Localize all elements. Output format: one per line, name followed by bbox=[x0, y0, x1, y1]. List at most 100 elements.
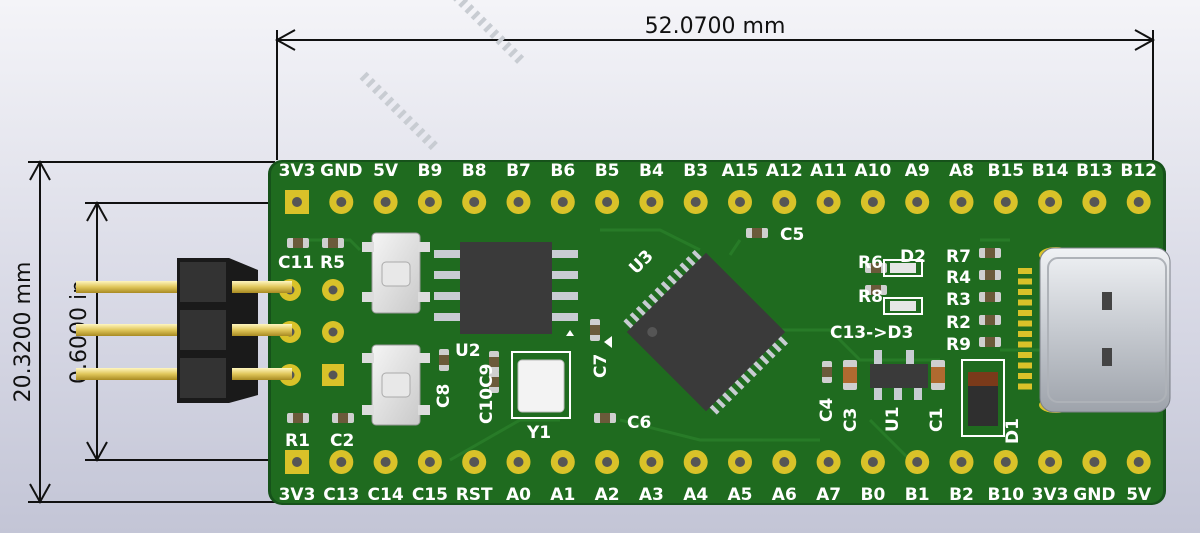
three-pin-header-icon[interactable] bbox=[76, 258, 292, 403]
label-r3: R3 bbox=[946, 290, 971, 310]
smd-passive bbox=[287, 413, 309, 423]
label-u2: U2 bbox=[455, 341, 481, 361]
bottom-pin-label: C15 bbox=[412, 485, 448, 505]
dimension-annotations bbox=[28, 29, 1156, 505]
label-r1: R1 bbox=[285, 431, 310, 451]
label-c2: C2 bbox=[330, 431, 354, 451]
bottom-pin-label: A0 bbox=[506, 485, 531, 505]
label-c3: C3 bbox=[841, 408, 861, 432]
top-pin-label: B15 bbox=[987, 161, 1024, 181]
smd-passive bbox=[822, 361, 832, 383]
copper-traces bbox=[300, 228, 1040, 462]
passive-components bbox=[287, 228, 1001, 423]
jumper-pads bbox=[279, 279, 344, 386]
top-pin-label: B8 bbox=[462, 161, 487, 181]
label-c4: C4 bbox=[817, 398, 837, 422]
top-pin-label: B7 bbox=[506, 161, 531, 181]
usb-c-connector-icon[interactable] bbox=[1018, 247, 1171, 413]
bottom-pin-label: B0 bbox=[861, 485, 886, 505]
label-c5: C5 bbox=[780, 225, 804, 245]
label-d1: D1 bbox=[1003, 418, 1023, 444]
smd-passive bbox=[332, 413, 354, 423]
label-r8: R8 bbox=[858, 287, 883, 307]
smd-passive bbox=[590, 319, 600, 341]
width-dimension-label: 52.0700 mm bbox=[645, 14, 786, 39]
label-r5: R5 bbox=[320, 253, 345, 273]
smd-passive bbox=[287, 238, 309, 248]
smd-passive bbox=[979, 292, 1001, 302]
label-r6: R6 bbox=[858, 253, 883, 273]
bottom-pin-label: 5V bbox=[1126, 485, 1152, 505]
bottom-pin-label: A7 bbox=[816, 485, 841, 505]
bottom-pin-label: 3V3 bbox=[1032, 485, 1069, 505]
smd-passive bbox=[979, 315, 1001, 325]
top-pin-label: B13 bbox=[1076, 161, 1113, 181]
top-header-pads bbox=[285, 190, 1151, 214]
smd-passive bbox=[594, 413, 616, 423]
bottom-pin-label: C14 bbox=[368, 485, 404, 505]
bottom-pin-label: C13 bbox=[323, 485, 359, 505]
smd-passive bbox=[746, 228, 768, 238]
bottom-pin-label: 3V3 bbox=[279, 485, 316, 505]
smd-passive bbox=[322, 238, 344, 248]
smd-passive bbox=[489, 371, 499, 393]
top-pin-label: B4 bbox=[639, 161, 664, 181]
u3-mcu[interactable] bbox=[359, 0, 800, 425]
top-pin-label: B6 bbox=[550, 161, 575, 181]
label-r9: R9 bbox=[946, 335, 971, 355]
label-u1: U1 bbox=[883, 406, 903, 432]
label-r4: R4 bbox=[946, 268, 971, 288]
top-pin-label: A9 bbox=[905, 161, 930, 181]
smd-passive bbox=[865, 263, 887, 273]
bottom-header-pads bbox=[285, 450, 1151, 474]
label-c13d3: C13->D3 bbox=[830, 323, 913, 343]
label-r2: R2 bbox=[946, 313, 971, 333]
label-c11: C11 bbox=[278, 253, 314, 273]
bottom-pin-label: A4 bbox=[683, 485, 708, 505]
top-pin-label: A10 bbox=[854, 161, 891, 181]
top-pin-label: A8 bbox=[949, 161, 974, 181]
electrolytic-cap bbox=[843, 360, 857, 390]
bottom-pin-label: B1 bbox=[905, 485, 930, 505]
pin1-marker-icon bbox=[604, 336, 612, 348]
top-pin-label: A12 bbox=[766, 161, 803, 181]
bottom-pin-label: A1 bbox=[550, 485, 575, 505]
top-pin-label: B14 bbox=[1032, 161, 1069, 181]
height-dimension-label: 20.3200 mm bbox=[11, 262, 36, 403]
label-c7: C7 bbox=[591, 354, 611, 378]
label-d2: D2 bbox=[900, 247, 926, 267]
electrolytic-cap bbox=[931, 360, 945, 390]
led bbox=[883, 259, 923, 277]
smd-passive bbox=[979, 270, 1001, 280]
tactile-switch-icon[interactable] bbox=[362, 232, 430, 314]
tactile-switch-icon[interactable] bbox=[362, 344, 430, 426]
top-pin-label: B5 bbox=[595, 161, 620, 181]
smd-passive bbox=[865, 285, 887, 295]
bottom-pin-label: B2 bbox=[949, 485, 974, 505]
top-pin-label: B12 bbox=[1120, 161, 1157, 181]
y1-crystal[interactable] bbox=[511, 351, 571, 419]
smd-passive bbox=[979, 337, 1001, 347]
label-r7: R7 bbox=[946, 247, 971, 267]
bottom-pin-label: RST bbox=[456, 485, 493, 505]
label-c10c9: C10C9 bbox=[477, 364, 497, 424]
top-pin-label: 3V3 bbox=[279, 161, 316, 181]
label-y1: Y1 bbox=[526, 423, 551, 443]
label-c8: C8 bbox=[434, 384, 454, 408]
top-pin-label: A11 bbox=[810, 161, 847, 181]
u1-regulator[interactable] bbox=[870, 350, 928, 400]
top-pin-label: B3 bbox=[683, 161, 708, 181]
bottom-pin-label: A5 bbox=[728, 485, 753, 505]
bottom-pin-label: A2 bbox=[595, 485, 620, 505]
top-pin-label: GND bbox=[320, 161, 362, 181]
smd-passive bbox=[979, 248, 1001, 258]
label-c1: C1 bbox=[927, 408, 947, 432]
d1-diode[interactable] bbox=[961, 359, 1005, 437]
u2-chip[interactable] bbox=[434, 242, 578, 336]
top-pin-label: B9 bbox=[418, 161, 443, 181]
bottom-pin-label: GND bbox=[1073, 485, 1115, 505]
label-c6: C6 bbox=[627, 413, 651, 433]
